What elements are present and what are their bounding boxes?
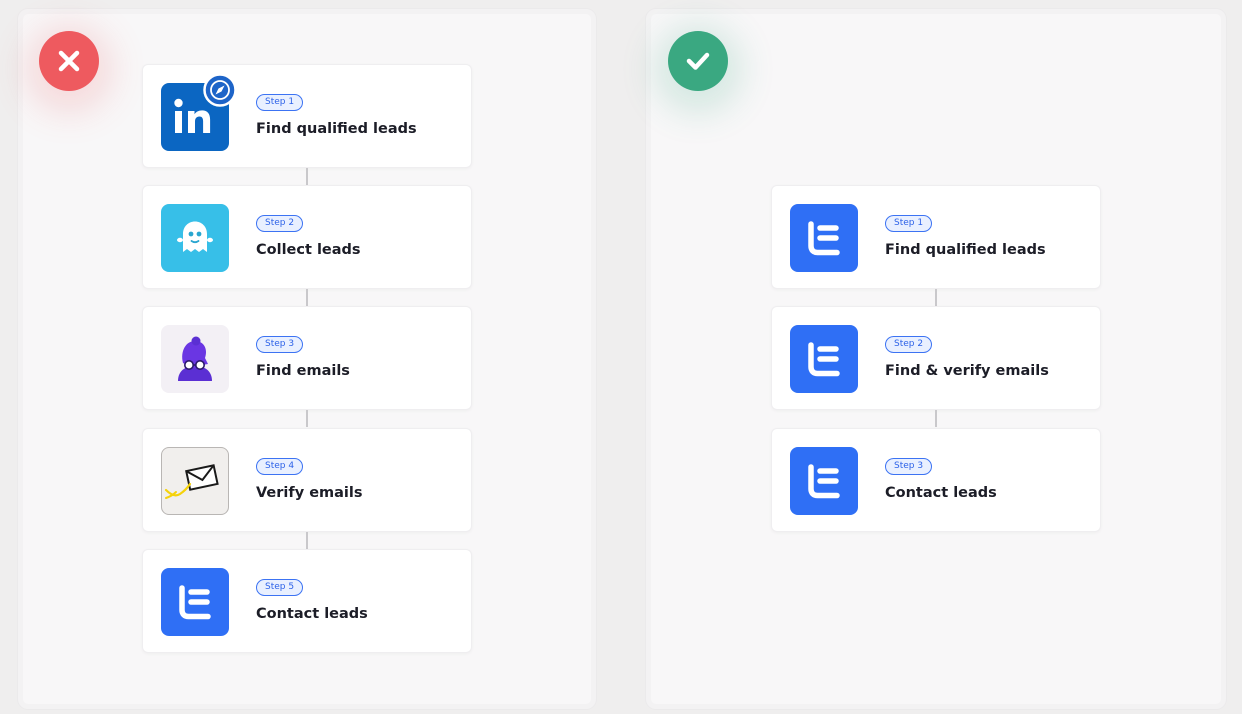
step-title: Verify emails [256, 485, 363, 501]
step-card-2: Step 2 Collect leads [142, 185, 472, 289]
step-connector [935, 289, 937, 306]
step-badge: Step 4 [256, 458, 304, 475]
step-badge: Step 3 [256, 336, 304, 353]
step-connector [306, 289, 308, 306]
step-card-1: Step 1 Find qualified leads [142, 64, 472, 168]
step-badge: Step 3 [885, 458, 933, 475]
check-icon [668, 31, 728, 91]
lemlist-logo-icon [790, 325, 858, 393]
step-title: Contact leads [256, 606, 368, 622]
step-connector [306, 410, 308, 427]
step-badge: Step 1 [256, 94, 304, 111]
step-connector [306, 532, 308, 549]
step-badge: Step 1 [885, 215, 933, 232]
step-card-3: Step 3 Find emails [142, 306, 472, 410]
step-card-1: Step 1 Find qualified leads [771, 185, 1101, 289]
step-badge: Step 5 [256, 579, 304, 596]
step-title: Find & verify emails [885, 363, 1049, 379]
step-connector [935, 410, 937, 427]
lemlist-logo-icon [161, 568, 229, 636]
envelope-verify-icon [161, 447, 229, 515]
lemlist-logo-icon [790, 447, 858, 515]
cross-icon [39, 31, 99, 91]
step-card-3: Step 3 Contact leads [771, 428, 1101, 532]
step-connector [306, 168, 308, 185]
email-finder-avatar-icon [161, 325, 229, 393]
step-title: Contact leads [885, 485, 997, 501]
step-title: Find qualified leads [256, 121, 417, 137]
step-card-2: Step 2 Find & verify emails [771, 306, 1101, 410]
step-badge: Step 2 [885, 336, 933, 353]
step-title: Find qualified leads [885, 242, 1046, 258]
step-title: Find emails [256, 363, 350, 379]
step-title: Collect leads [256, 242, 361, 258]
linkedin-sales-navigator-icon [161, 73, 237, 151]
ghost-app-icon [161, 204, 229, 272]
step-badge: Step 2 [256, 215, 304, 232]
lemlist-logo-icon [790, 204, 858, 272]
step-card-4: Step 4 Verify emails [142, 428, 472, 532]
step-card-5: Step 5 Contact leads [142, 549, 472, 653]
